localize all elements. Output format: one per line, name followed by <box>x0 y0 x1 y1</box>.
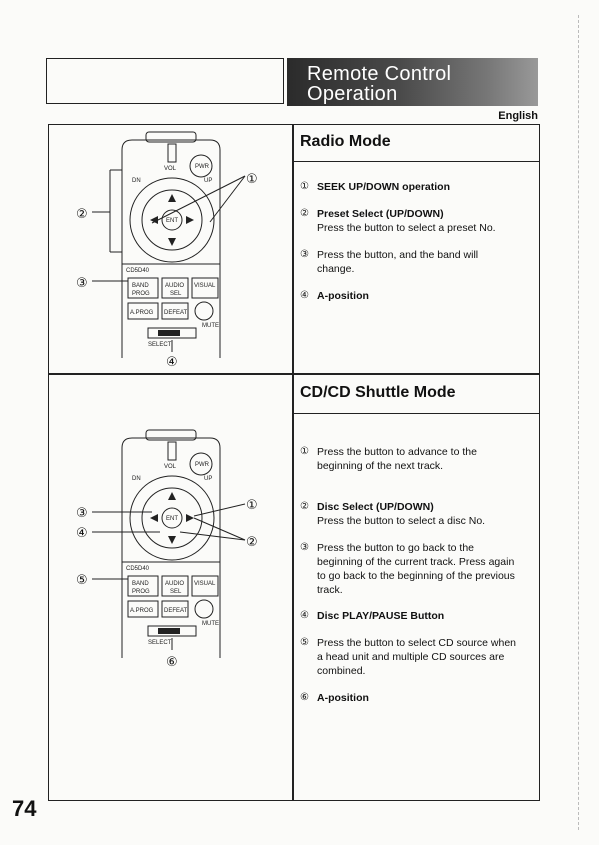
up-label: UP <box>204 476 212 482</box>
item-number: ④ <box>300 610 309 621</box>
callout-1: ① <box>246 172 258 187</box>
column-divider <box>292 124 294 801</box>
band-label: BAND <box>132 283 149 289</box>
item-title: SEEK UP/DOWN operation <box>317 181 451 193</box>
pwr-label: PWR <box>195 164 210 170</box>
cd-item-2: ② Disc Select (UP/DOWN) Press the button… <box>300 500 532 528</box>
callout-2: ② <box>76 207 88 222</box>
item-description: Press the button to select a disc No. <box>317 515 486 527</box>
item-title: Disc PLAY/PAUSE Button <box>317 610 445 622</box>
mute-label: MUTE <box>202 323 219 329</box>
language-label: English <box>498 110 538 122</box>
cd-item-1: ① Press the button to advance to the beg… <box>300 445 532 473</box>
cd-item-6: ⑥ A-position <box>300 691 532 705</box>
ent-label: ENT <box>166 516 178 522</box>
prog-label: PROG <box>132 589 150 595</box>
vol-label: VOL <box>164 166 177 172</box>
cd-item-4: ④ Disc PLAY/PAUSE Button <box>300 609 532 623</box>
item-description: Press the button to advance to the begin… <box>317 446 477 472</box>
item-number: ⑥ <box>300 692 309 703</box>
item-number: ③ <box>300 249 309 260</box>
dn-label: DN <box>132 476 141 482</box>
item-number: ② <box>300 501 309 512</box>
defeat-label: DEFEAT <box>164 608 188 614</box>
band-label: BAND <box>132 581 149 587</box>
aprog-label: A.PROG <box>130 608 154 614</box>
model-label: CD5D40 <box>126 566 150 572</box>
model-label: CD5D40 <box>126 268 150 274</box>
item-number: ③ <box>300 542 309 553</box>
item-description: Press the button to go back to the begin… <box>317 542 515 596</box>
item-title: Preset Select (UP/DOWN) <box>317 208 444 220</box>
banner-title-line2: Operation <box>307 83 398 105</box>
callout-2: ② <box>246 535 258 550</box>
callout-5: ⑤ <box>76 573 88 588</box>
radio-item-3: ③ Press the button, and the band will ch… <box>300 248 532 276</box>
item-number: ⑤ <box>300 637 309 648</box>
cd-mode-title: CD/CD Shuttle Mode <box>292 374 540 414</box>
content-table <box>48 124 540 801</box>
callout-3: ③ <box>76 506 88 521</box>
radio-item-1: ① SEEK UP/DOWN operation <box>300 180 532 194</box>
mute-label: MUTE <box>202 621 219 627</box>
cd-item-3: ③ Press the button to go back to the beg… <box>300 541 532 597</box>
callout-4: ④ <box>76 526 88 541</box>
section-banner: Remote Control Operation <box>287 58 538 106</box>
item-title: Disc Select (UP/DOWN) <box>317 501 434 513</box>
item-title: A-position <box>317 290 369 302</box>
item-number: ① <box>300 446 309 457</box>
page-edge-marks <box>578 15 579 830</box>
radio-item-4: ④ A-position <box>300 289 532 303</box>
callout-1: ① <box>246 498 258 513</box>
item-description: Press the button, and the band will chan… <box>317 249 479 275</box>
up-label: UP <box>204 178 212 184</box>
remote-illustration-cd: VOL PWR DN UP ENT CD5D40 BAND PROG AUDIO… <box>76 429 258 670</box>
callout-6: ⑥ <box>166 655 178 670</box>
select-label: SELECT <box>148 640 172 646</box>
aprog-label: A.PROG <box>130 310 154 316</box>
cd-item-5: ⑤ Press the button to select CD source w… <box>300 636 532 678</box>
item-description: Press the button to select a preset No. <box>317 222 496 234</box>
ent-label: ENT <box>166 218 178 224</box>
item-number: ① <box>300 181 309 192</box>
defeat-label: DEFEAT <box>164 310 188 316</box>
visual-label: VISUAL <box>194 283 216 289</box>
visual-label: VISUAL <box>194 581 216 587</box>
callout-3: ③ <box>76 276 88 291</box>
row-divider <box>48 373 540 375</box>
banner-title-line1: Remote Control <box>307 63 452 85</box>
prog-label: PROG <box>132 291 150 297</box>
vol-label: VOL <box>164 464 177 470</box>
radio-mode-title: Radio Mode <box>292 124 540 162</box>
audio-label: AUDIO <box>165 283 184 289</box>
item-number: ② <box>300 208 309 219</box>
item-number: ④ <box>300 290 309 301</box>
pwr-label: PWR <box>195 462 210 468</box>
audio-label: AUDIO <box>165 581 184 587</box>
item-title: A-position <box>317 692 369 704</box>
sel-label: SEL <box>170 589 182 595</box>
remote-illustration-radio: VOL PWR DN UP ENT CD5D40 BAND PROG AUDIO… <box>76 131 258 370</box>
page-number: 74 <box>12 796 37 821</box>
sel-label: SEL <box>170 291 182 297</box>
dn-label: DN <box>132 178 141 184</box>
select-label: SELECT <box>148 342 172 348</box>
item-description: Press the button to select CD source whe… <box>317 637 517 677</box>
radio-item-2: ② Preset Select (UP/DOWN) Press the butt… <box>300 207 532 235</box>
callout-4: ④ <box>166 355 178 370</box>
blank-header-box <box>46 58 284 104</box>
